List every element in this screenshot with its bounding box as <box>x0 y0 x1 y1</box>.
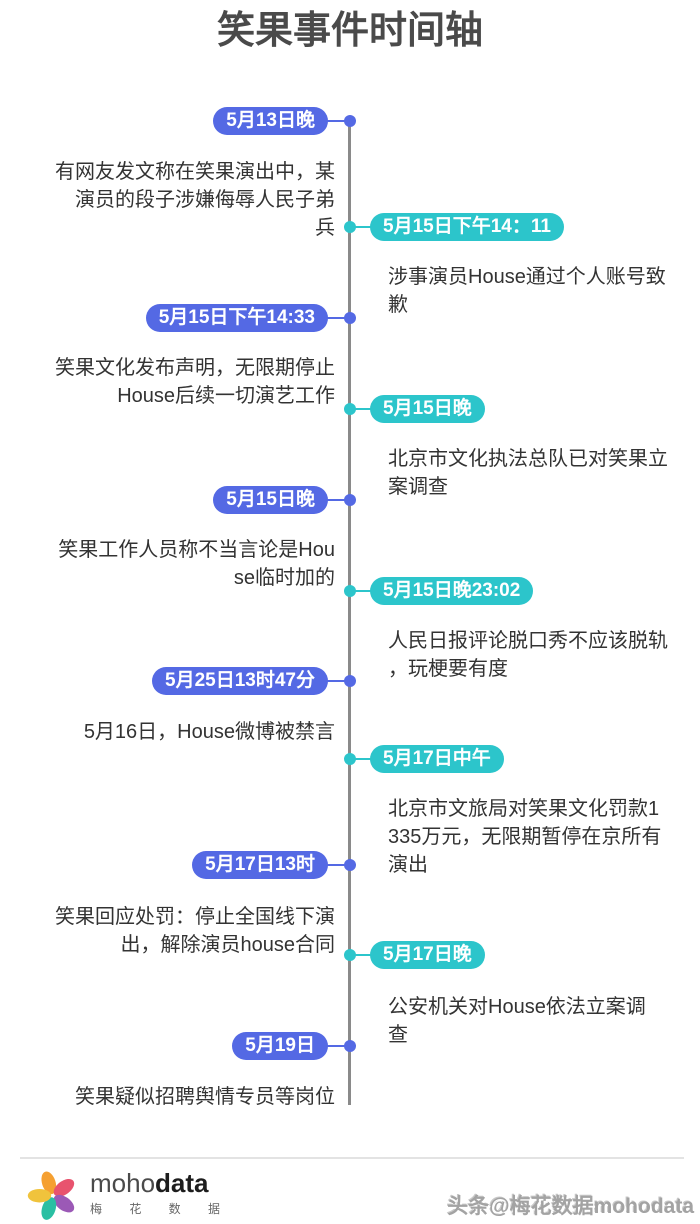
timeline-event-text: 笑果工作人员称不当言论是Hou se临时加的 <box>58 539 335 589</box>
timeline-event-text: 笑果回应处罚：停止全国线下演 出，解除演员house合同 <box>55 906 335 956</box>
timeline-connector <box>326 499 346 501</box>
timeline-date-label: 5月15日下午14:33 <box>158 307 315 328</box>
timeline-connector <box>354 226 374 228</box>
timeline-event-text: 有网友发文称在笑果演出中，某 演员的段子涉嫌侮辱人民子弟 兵 <box>55 161 335 239</box>
timeline-dot-icon <box>344 312 356 324</box>
timeline-dot-icon <box>344 1040 356 1052</box>
timeline-date-badge: 5月25日13时47分 <box>152 667 328 695</box>
timeline-axis <box>348 120 351 1105</box>
timeline-date-label: 5月15日晚 <box>383 398 472 419</box>
timeline-connector <box>354 590 374 592</box>
timeline-connector <box>326 1045 346 1047</box>
timeline-dot-icon <box>344 753 356 765</box>
timeline-date-label: 5月19日 <box>245 1035 315 1056</box>
timeline-dot-icon <box>344 859 356 871</box>
timeline-event-text: 笑果文化发布声明，无限期停止 House后续一切演艺工作 <box>55 357 335 407</box>
timeline-connector <box>326 680 346 682</box>
timeline-date-label: 5月17日13时 <box>205 854 315 875</box>
logo-wordmark: mohodata <box>90 1169 232 1197</box>
logo-wordmark-data: data <box>155 1168 209 1198</box>
timeline-connector <box>326 317 346 319</box>
timeline-date-badge: 5月19日 <box>232 1032 328 1060</box>
timeline-date-badge: 5月15日晚 <box>213 486 328 514</box>
timeline-date-badge: 5月15日晚23:02 <box>370 577 534 605</box>
timeline-date-label: 5月17日中午 <box>383 748 491 769</box>
timeline-dot-icon <box>344 675 356 687</box>
timeline-date-label: 5月15日下午14：11 <box>383 216 551 237</box>
timeline-event-text: 涉事演员House通过个人账号致 歉 <box>388 266 666 316</box>
timeline-dot-icon <box>344 585 356 597</box>
logo-chinese-name: 梅 花 数 据 <box>90 1202 233 1216</box>
timeline-dot-icon <box>344 115 356 127</box>
timeline-date-badge: 5月15日下午14：11 <box>370 213 564 241</box>
timeline-date-badge: 5月15日晚 <box>370 395 485 423</box>
timeline-connector <box>354 758 374 760</box>
timeline-connector <box>354 408 374 410</box>
timeline-dot-icon <box>344 403 356 415</box>
timeline-connector <box>354 954 374 956</box>
page-title: 笑果事件时间轴 <box>216 10 483 52</box>
timeline-connector <box>326 120 346 122</box>
mohodata-logo: mohodata 梅 花 数 据 <box>26 1166 232 1220</box>
timeline-dot-icon <box>344 494 356 506</box>
timeline-event-text: 公安机关对House依法立案调 查 <box>388 996 646 1046</box>
pinwheel-logo-icon <box>27 1171 75 1220</box>
timeline-date-label: 5月15日晚 <box>226 489 315 510</box>
timeline-event-text: 人民日报评论脱口秀不应该脱轨 ，玩梗要有度 <box>388 630 668 680</box>
timeline-connector <box>326 864 346 866</box>
timeline-date-label: 5月25日13时47分 <box>165 670 315 691</box>
timeline-date-badge: 5月17日13时 <box>192 851 328 879</box>
timeline-event-text: 北京市文旅局对笑果文化罚款1 335万元，无限期暂停在京所有 演出 <box>388 798 662 876</box>
timeline-date-badge: 5月17日晚 <box>370 941 485 969</box>
timeline-date-label: 5月17日晚 <box>383 944 472 965</box>
timeline-date-label: 5月13日晚 <box>226 110 315 131</box>
timeline-dot-icon <box>344 221 356 233</box>
timeline-event-text: 笑果疑似招聘舆情专员等岗位 <box>75 1086 335 1108</box>
footer-divider <box>20 1157 684 1159</box>
timeline-event-text: 北京市文化执法总队已对笑果立 案调查 <box>388 448 668 498</box>
logo-texts: mohodata 梅 花 数 据 <box>90 1169 232 1217</box>
watermark-credit: 头条@梅花数据mohodata <box>447 1195 694 1218</box>
timeline-dot-icon <box>344 949 356 961</box>
timeline-date-badge: 5月17日中午 <box>370 745 504 773</box>
timeline-date-badge: 5月13日晚 <box>213 107 328 135</box>
timeline-event-text: 5月16日，House微博被禁言 <box>83 721 335 743</box>
timeline-date-label: 5月15日晚23:02 <box>383 580 521 601</box>
logo-wordmark-moho: moho <box>90 1168 156 1198</box>
timeline-date-badge: 5月15日下午14:33 <box>145 304 328 332</box>
